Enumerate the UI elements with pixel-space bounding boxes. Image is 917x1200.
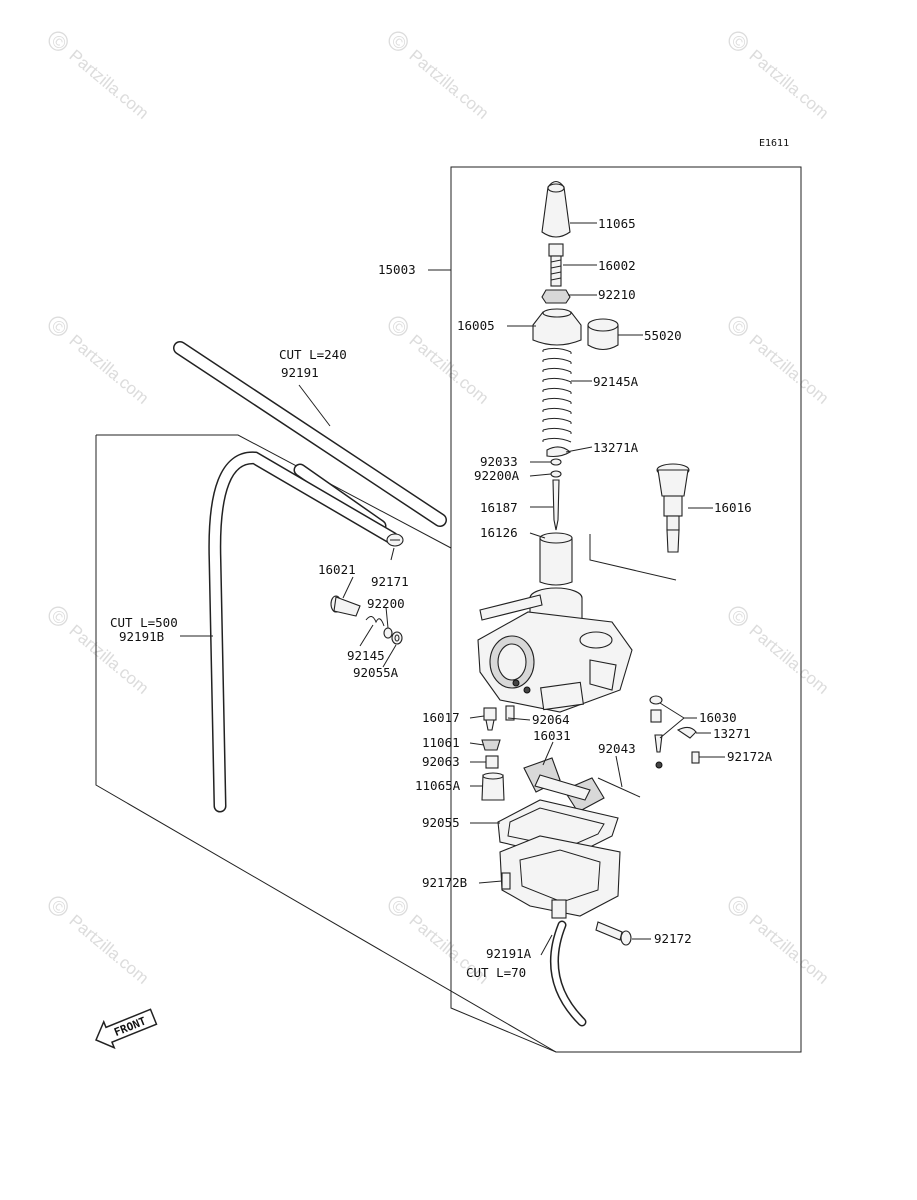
label-92171: 92171 <box>371 574 409 589</box>
label-cut70: CUT L=70 <box>466 965 526 980</box>
label-92063: 92063 <box>422 754 460 769</box>
label-16187: 16187 <box>480 500 518 515</box>
label-92055: 92055 <box>422 815 460 830</box>
spring-92145 <box>365 616 385 627</box>
label-92145A: 92145A <box>593 374 639 389</box>
float-bowl <box>499 835 621 919</box>
throttle-valve-16126 <box>539 532 573 586</box>
svg-text:Partzilla.com: Partzilla.com <box>406 331 493 408</box>
diagram-code: E1611 <box>759 138 789 149</box>
watermark: © Partzilla.com <box>388 31 493 123</box>
screw-92172B <box>501 872 511 890</box>
label-11061: 11061 <box>422 735 460 750</box>
clamp-92171 <box>386 533 404 547</box>
watermark: © Partzilla.com <box>48 31 153 123</box>
watermark: © Partzilla.com <box>48 896 153 988</box>
label-92145: 92145 <box>347 648 385 663</box>
svg-text:Partzilla.com: Partzilla.com <box>66 331 153 408</box>
carburetor-body-15003 <box>477 587 633 713</box>
float-valve-cover-11065A <box>481 772 505 801</box>
svg-text:Partzilla.com: Partzilla.com <box>746 911 833 988</box>
svg-text:Partzilla.com: Partzilla.com <box>746 621 833 698</box>
watermark: © Partzilla.com <box>48 316 153 408</box>
frame-outlines <box>95 166 802 1053</box>
jet-needle-16187 <box>552 479 560 531</box>
boot-55020 <box>587 318 619 351</box>
label-cut500: CUT L=500 <box>110 615 178 630</box>
svg-text:Partzilla.com: Partzilla.com <box>746 46 833 123</box>
label-92043: 92043 <box>598 741 636 756</box>
svg-text:Partzilla.com: Partzilla.com <box>66 911 153 988</box>
pilot-screw-16021 <box>330 595 361 617</box>
svg-text:Partzilla.com: Partzilla.com <box>66 46 153 123</box>
cable-adjuster-cap-11065 <box>541 180 571 238</box>
label-55020: 55020 <box>644 328 682 343</box>
label-92200A: 92200A <box>474 468 520 483</box>
label-15003: 15003 <box>378 262 416 277</box>
label-16126: 16126 <box>480 525 518 540</box>
label-11065A: 11065A <box>415 778 461 793</box>
leader-lines <box>180 222 725 956</box>
main-jet-92063 <box>485 755 499 769</box>
plate-13271A <box>546 446 571 458</box>
label-13271: 13271 <box>713 726 751 741</box>
float-pin-92043 <box>597 777 641 798</box>
nut-92210 <box>541 289 571 304</box>
watermark: © Partzilla.com <box>728 316 833 408</box>
label-92200: 92200 <box>367 596 405 611</box>
label-92191A: 92191A <box>486 946 532 961</box>
label-11065: 11065 <box>598 216 636 231</box>
label-16002: 16002 <box>598 258 636 273</box>
label-cut240: CUT L=240 <box>279 347 347 362</box>
label-92191B: 92191B <box>119 629 164 644</box>
plate-13271 <box>676 726 697 739</box>
float-valve-16030 <box>649 695 663 769</box>
nut-92064 <box>505 705 515 721</box>
watermark: © Partzilla.com <box>728 606 833 698</box>
label-92055A: 92055A <box>353 665 399 680</box>
label-16016: 16016 <box>714 500 752 515</box>
label-92210: 92210 <box>598 287 636 302</box>
svg-text:Partzilla.com: Partzilla.com <box>406 46 493 123</box>
label-92172: 92172 <box>654 931 692 946</box>
spring-92145A <box>542 347 572 443</box>
label-92064: 92064 <box>532 712 570 727</box>
label-92172B: 92172B <box>422 875 467 890</box>
drain-screw-92172 <box>595 921 632 946</box>
front-arrow-icon: FRONT <box>95 1008 158 1050</box>
label-16021: 16021 <box>318 562 356 577</box>
hose-92191A <box>549 920 587 1027</box>
washer-92200 <box>383 627 393 639</box>
washer-92200A <box>550 470 562 478</box>
needle-jet-16017 <box>483 707 497 731</box>
label-16005: 16005 <box>457 318 495 333</box>
watermark: © Partzilla.com <box>728 896 833 988</box>
holder-11061 <box>481 739 501 751</box>
part-labels: E1611 11065 16002 92210 15003 16005 5502… <box>110 138 789 980</box>
float-16031 <box>523 757 605 813</box>
hose-92191B <box>208 451 399 813</box>
label-16017: 16017 <box>422 710 460 725</box>
label-16030: 16030 <box>699 710 737 725</box>
hose-92191 <box>173 341 447 527</box>
watermark: © Partzilla.com <box>728 31 833 123</box>
oring-92055A <box>391 631 403 645</box>
label-16031: 16031 <box>533 728 571 743</box>
label-13271A: 13271A <box>593 440 639 455</box>
label-92191: 92191 <box>281 365 319 380</box>
label-92033: 92033 <box>480 454 518 469</box>
label-92172A: 92172A <box>727 749 773 764</box>
clip-92033 <box>550 458 562 466</box>
starter-plunger-16016 <box>656 463 690 553</box>
screw-92172A <box>691 751 700 764</box>
carb-cap-16005 <box>532 308 582 346</box>
adjuster-bolt-16002 <box>548 243 564 287</box>
svg-text:Partzilla.com: Partzilla.com <box>746 331 833 408</box>
